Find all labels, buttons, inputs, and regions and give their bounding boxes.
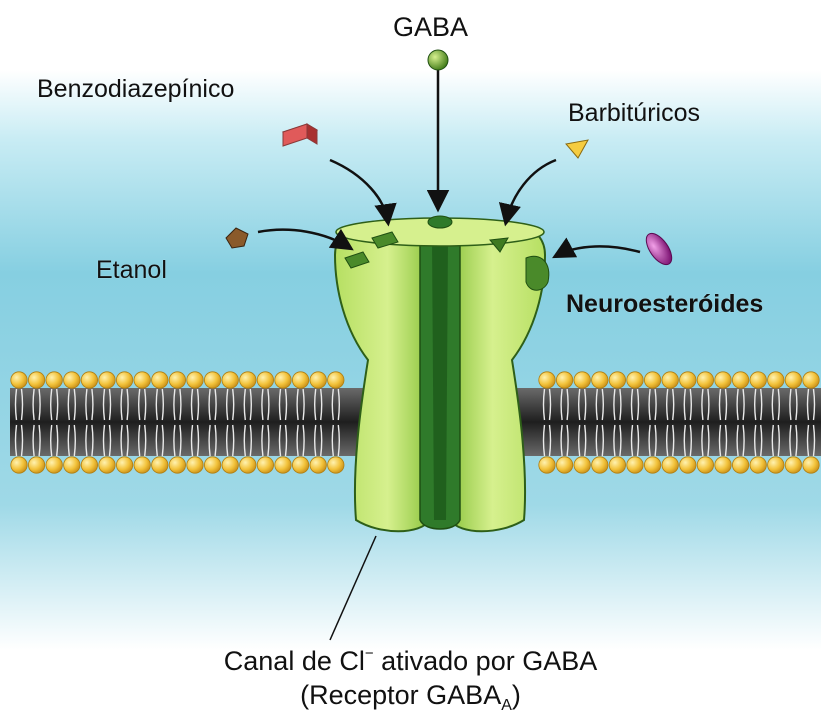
lipid-head	[275, 457, 291, 473]
lipid-head	[768, 457, 784, 473]
lipid-head	[539, 457, 555, 473]
lipid-head	[81, 372, 97, 388]
neurosteroids-label: Neuroesteróides	[566, 292, 763, 317]
lipid-head	[732, 372, 748, 388]
gaba-label: GABA	[393, 14, 468, 41]
lipid-head	[574, 372, 590, 388]
lipid-head	[680, 457, 696, 473]
lipid-head	[11, 457, 27, 473]
lipid-head	[592, 457, 608, 473]
lipid-head	[750, 457, 766, 473]
lipid-head	[46, 372, 62, 388]
lipid-head	[556, 372, 572, 388]
gaba-binding-site	[428, 216, 452, 228]
lipid-head	[11, 372, 27, 388]
lipid-head	[785, 372, 801, 388]
gaba-ligand	[428, 50, 448, 70]
lipid-head	[222, 372, 238, 388]
barbiturates-label: Barbitúricos	[568, 101, 700, 126]
lipid-head	[99, 372, 115, 388]
lipid-head	[204, 457, 220, 473]
lipid-head	[310, 372, 326, 388]
lipid-head	[46, 457, 62, 473]
lipid-head	[81, 457, 97, 473]
caption-line-2-rest: )	[512, 680, 521, 710]
lipid-head	[240, 457, 256, 473]
lipid-head	[539, 372, 555, 388]
lipid-head	[609, 457, 625, 473]
lipid-head	[680, 372, 696, 388]
lipid-head	[609, 372, 625, 388]
lipid-head	[28, 372, 44, 388]
lipid-head	[64, 457, 80, 473]
lipid-head	[222, 457, 238, 473]
lipid-head	[732, 457, 748, 473]
lipid-head	[275, 372, 291, 388]
lipid-head	[116, 457, 132, 473]
lipid-head	[697, 372, 713, 388]
lipid-head	[152, 372, 168, 388]
lipid-head	[187, 372, 203, 388]
lipid-head	[644, 372, 660, 388]
ethanol-label: Etanol	[96, 258, 167, 283]
lipid-head	[328, 457, 344, 473]
lipid-head	[310, 457, 326, 473]
lipid-head	[257, 372, 273, 388]
lipid-head	[803, 457, 819, 473]
lipid-head	[187, 457, 203, 473]
lipid-head	[64, 372, 80, 388]
lipid-head	[292, 372, 308, 388]
caption-line-1-rest: ativado por GABA	[374, 646, 598, 676]
lipid-head	[292, 457, 308, 473]
lipid-head	[644, 457, 660, 473]
lipid-head	[169, 457, 185, 473]
lipid-head	[750, 372, 766, 388]
lipid-head	[169, 372, 185, 388]
lipid-head	[768, 372, 784, 388]
caption-line-1-text: Canal de Cl	[224, 646, 365, 676]
lipid-head	[116, 372, 132, 388]
neurosteroid-binding-site	[526, 256, 549, 290]
lipid-head	[715, 372, 731, 388]
lipid-head	[662, 372, 678, 388]
lipid-head	[662, 457, 678, 473]
receptor-subtype: A	[501, 697, 512, 714]
lipid-head	[574, 457, 590, 473]
caption-line-1: Canal de Cl− ativado por GABA	[0, 646, 821, 675]
chloride-charge: −	[365, 645, 374, 662]
lipid-head	[627, 372, 643, 388]
pore-lumen	[432, 240, 448, 520]
lipid-head	[240, 372, 256, 388]
lipid-head	[803, 372, 819, 388]
lipid-head	[715, 457, 731, 473]
lipid-head	[134, 372, 150, 388]
lipid-head	[697, 457, 713, 473]
lipid-head	[328, 372, 344, 388]
lipid-head	[204, 372, 220, 388]
lipid-head	[627, 457, 643, 473]
lipid-head	[592, 372, 608, 388]
lipid-head	[785, 457, 801, 473]
lipid-head	[556, 457, 572, 473]
lipid-head	[257, 457, 273, 473]
lipid-head	[152, 457, 168, 473]
caption-line-2: (Receptor GABAA)	[0, 682, 821, 714]
lipid-head	[134, 457, 150, 473]
benzodiazepine-label: Benzodiazepínico	[37, 77, 234, 102]
caption-line-2-text: (Receptor GABA	[300, 680, 501, 710]
lipid-head	[28, 457, 44, 473]
lipid-head	[99, 457, 115, 473]
